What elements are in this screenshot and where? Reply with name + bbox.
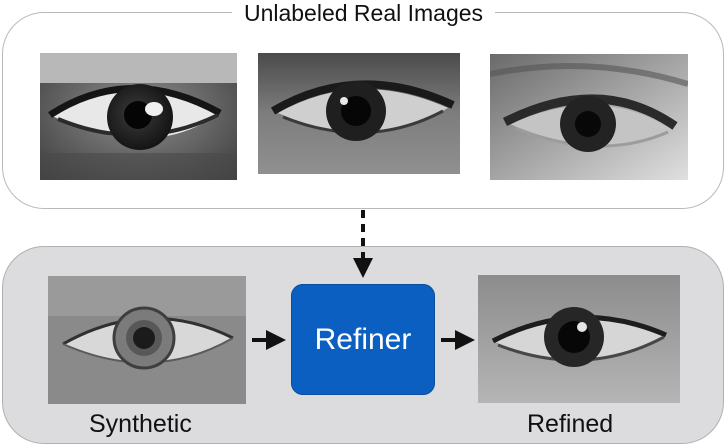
- refined-caption: Refined: [527, 410, 614, 438]
- real-images-title: Unlabeled Real Images: [0, 0, 727, 26]
- real-eye-image-1: [40, 53, 237, 180]
- synthetic-eye-image: [48, 276, 246, 404]
- synthetic-caption: Synthetic: [89, 410, 192, 438]
- refiner-label: Refiner: [314, 322, 412, 356]
- real-eye-image-2: [258, 53, 460, 174]
- refined-eye-image: [478, 275, 680, 403]
- real-images-title-text: Unlabeled Real Images: [231, 0, 496, 26]
- real-eye-image-3: [490, 54, 688, 180]
- refiner-block: Refiner: [291, 284, 435, 395]
